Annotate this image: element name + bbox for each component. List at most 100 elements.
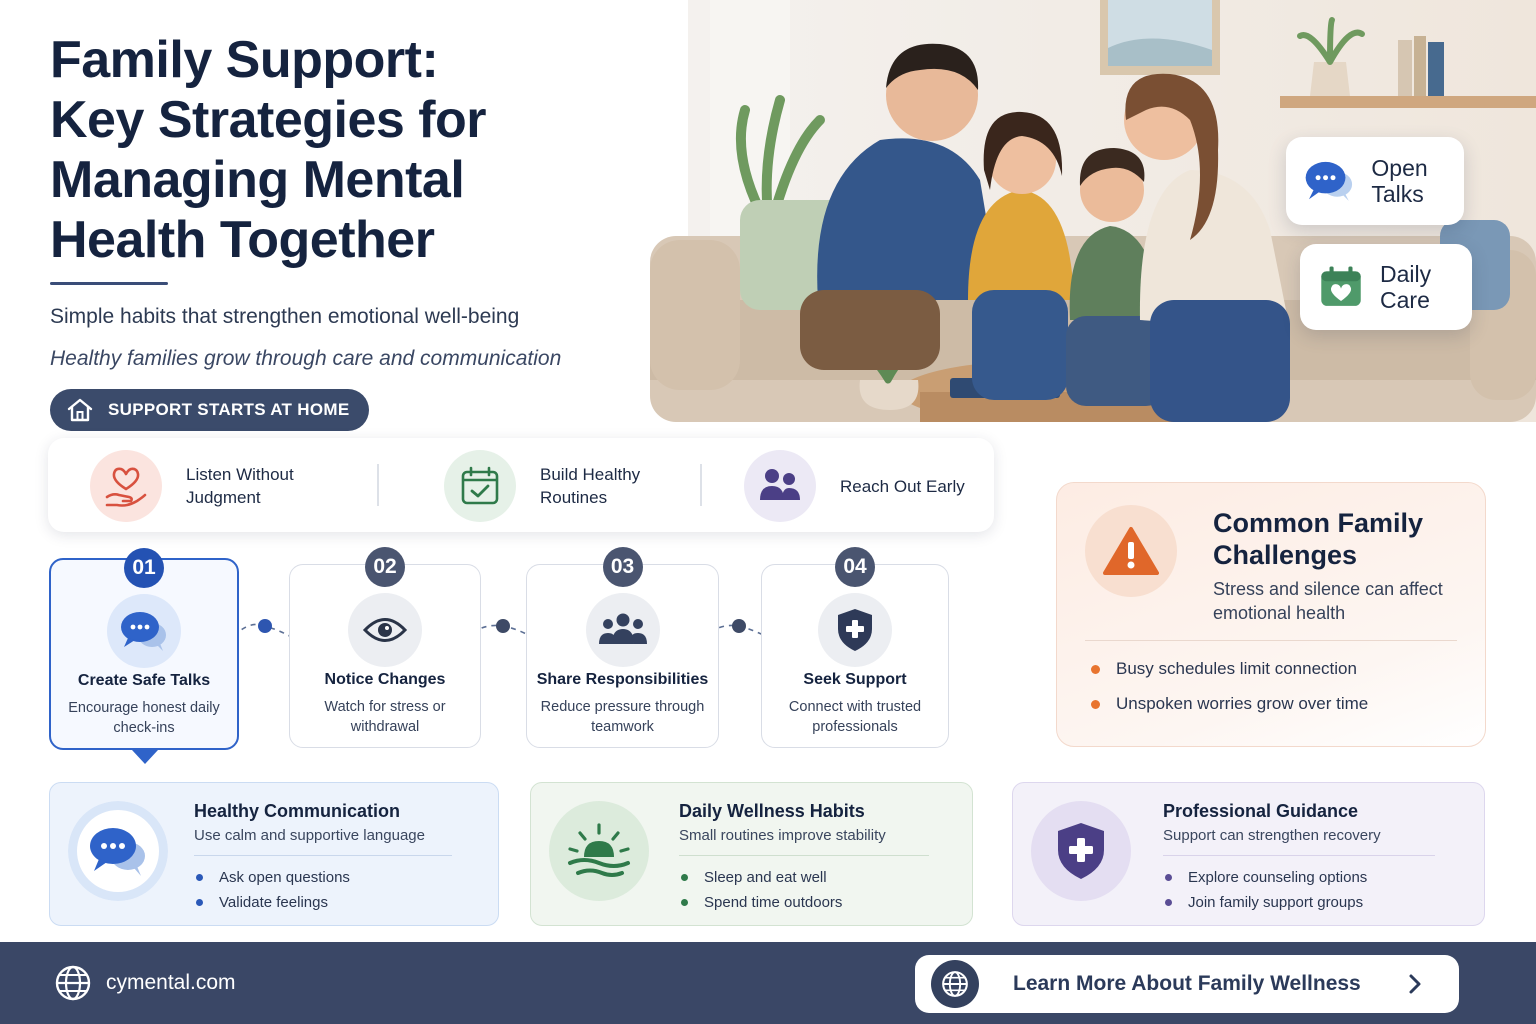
pillar-reach-out: Reach Out Early: [744, 450, 980, 522]
title-divider: [50, 282, 168, 285]
chat-bubbles-icon: [121, 612, 166, 651]
step-number: 01: [124, 548, 164, 588]
card-item-text: Validate feelings: [219, 894, 328, 911]
bullet-dot: [681, 899, 688, 906]
step-desc: Reduce pressure through teamwork: [540, 699, 705, 735]
step-card-1[interactable]: 01 Create Safe Talks Encourage honest da…: [49, 548, 239, 750]
card-professional-guidance: Professional Guidance Support can streng…: [1012, 782, 1485, 926]
pillar-listen: Listen Without Judgment: [90, 450, 326, 522]
chat-bubbles-icon: [1305, 161, 1353, 201]
shield-plus-icon: [838, 609, 872, 651]
step-desc: Watch for stress or withdrawal: [324, 699, 446, 735]
challenge-item: Unspoken worries grow over time: [1091, 694, 1368, 714]
support-home-pill[interactable]: SUPPORT STARTS AT HOME: [50, 389, 370, 431]
challenge-item: Busy schedules limit connection: [1091, 659, 1357, 679]
pillar-routines: Build Healthy Routines: [444, 450, 680, 522]
card-list-item: Sleep and eat well: [681, 869, 827, 886]
step-number: 02: [365, 547, 405, 587]
learn-more-button[interactable]: Learn More About Family Wellness: [915, 955, 1459, 1013]
card-title: Daily Wellness Habits: [679, 801, 865, 821]
pillar-icon-circle: [90, 450, 162, 522]
card-item-text: Ask open questions: [219, 869, 350, 886]
chat-bubbles-icon: [90, 828, 145, 876]
cta-label: Learn More About Family Wellness: [1013, 972, 1361, 995]
sunrise-icon: [568, 823, 630, 877]
step-icon-circle: [818, 593, 892, 667]
people-icon: [760, 469, 800, 500]
card-title: Professional Guidance: [1163, 801, 1359, 821]
challenge-text: Unspoken worries grow over time: [1116, 694, 1369, 713]
challenges-panel: Common Family Challenges Stress and sile…: [1056, 482, 1486, 747]
bullet-dot: [681, 874, 688, 881]
card-daily-wellness: Daily Wellness Habits Small routines imp…: [530, 782, 973, 926]
card-list-item: Spend time outdoors: [681, 894, 842, 911]
card-item-text: Join family support groups: [1188, 894, 1364, 911]
step-title: Share Responsibilities: [536, 671, 709, 688]
card-divider: [194, 855, 452, 856]
calendar-check-icon: [461, 466, 499, 505]
card-list-item: Explore counseling options: [1165, 869, 1367, 886]
site-url: cymental.com: [106, 971, 236, 994]
bullet-dot: [1165, 874, 1172, 881]
open-talks-badge: Open Talks: [1286, 137, 1464, 225]
open-talks-label: Open Talks: [1371, 155, 1428, 207]
hero-text: Family Support: Key Strategies for Manag…: [50, 30, 670, 431]
card-subtitle: Small routines improve stability: [679, 827, 886, 844]
title-line: Managing Mental: [50, 151, 465, 209]
warning-icon-circle: [1085, 505, 1177, 597]
bullet-dot: [196, 874, 203, 881]
warning-icon: [1103, 527, 1159, 575]
globe-icon: [55, 965, 91, 1001]
pillar-divider: [377, 464, 379, 506]
card-item-text: Explore counseling options: [1188, 869, 1368, 886]
daily-care-badge: Daily Care: [1300, 244, 1472, 330]
step-title: Seek Support: [803, 671, 907, 688]
step-desc: Connect with trusted professionals: [788, 699, 922, 735]
pillar-icon-circle: [744, 450, 816, 522]
subtitle: Simple habits that strengthen emotional …: [50, 305, 520, 328]
step-title: Create Safe Talks: [77, 672, 211, 689]
pillar-icon-circle: [444, 450, 516, 522]
card-list-item: Ask open questions: [196, 869, 350, 886]
bullet-dot: [1091, 699, 1100, 709]
globe-icon: [942, 971, 968, 997]
group-icon: [598, 613, 647, 644]
footer-bar: cymental.com Learn More About Family Wel…: [0, 942, 1536, 1024]
title-line: Family Support:: [50, 31, 439, 89]
card-item-text: Sleep and eat well: [704, 869, 827, 886]
card-divider: [679, 855, 929, 856]
challenges-title: Common Family Challenges: [1213, 508, 1424, 570]
pillar-label: Listen Without Judgment: [186, 465, 294, 507]
step-title: Notice Changes: [324, 671, 446, 688]
card-icon-circle: [68, 801, 168, 901]
heart-hand-icon: [105, 467, 147, 507]
calendar-heart-icon: [1321, 266, 1361, 306]
step-card-2[interactable]: 02 Notice Changes Watch for stress or wi…: [289, 547, 481, 748]
card-item-text: Spend time outdoors: [704, 894, 843, 911]
card-list-item: Validate feelings: [196, 894, 328, 911]
site-link[interactable]: cymental.com: [54, 964, 236, 1002]
pill-label: SUPPORT STARTS AT HOME: [108, 400, 350, 419]
step-icon-circle: [348, 593, 422, 667]
bullet-dot: [196, 899, 203, 906]
eye-icon: [363, 618, 407, 642]
step-card-3[interactable]: 03 Share Responsibilities Reduce pressur…: [526, 547, 719, 748]
daily-care-label: Daily Care: [1380, 261, 1432, 313]
step-number: 04: [835, 547, 875, 587]
challenges-subtitle: Stress and silence can affect emotional …: [1213, 579, 1443, 623]
title-line: Key Strategies for: [50, 91, 487, 149]
card-icon-circle: [549, 801, 649, 901]
card-list-item: Join family support groups: [1165, 894, 1363, 911]
bullet-dot: [1091, 664, 1100, 674]
chevron-right-icon: [1409, 974, 1421, 994]
step-card-4[interactable]: 04 Seek Support Connect with trusted pro…: [761, 547, 949, 748]
card-divider: [1163, 855, 1435, 856]
shield-plus-icon: [1058, 823, 1104, 879]
step-number: 03: [602, 547, 643, 587]
card-subtitle: Use calm and supportive language: [194, 827, 425, 844]
card-healthy-communication: Healthy Communication Use calm and suppo…: [49, 782, 499, 926]
home-icon: [67, 398, 93, 422]
title-line: Health Together: [50, 211, 435, 269]
cta-globe-circle: [931, 960, 979, 1008]
pillars-bar: Listen Without Judgment Build Healthy Ro…: [48, 438, 994, 532]
